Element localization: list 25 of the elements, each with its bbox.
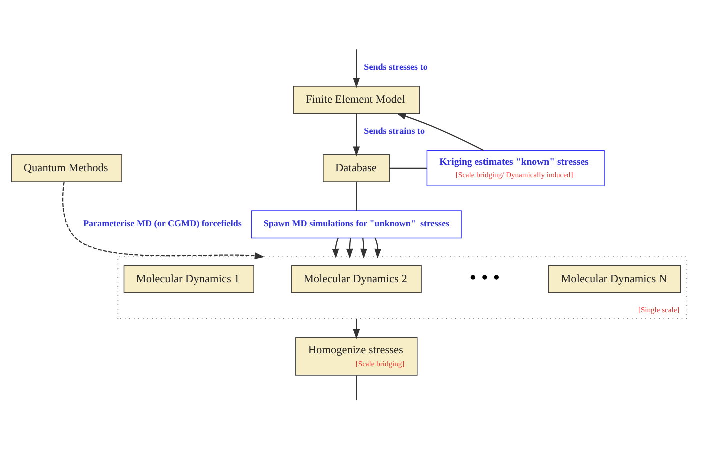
arrow xyxy=(62,182,265,260)
arrow xyxy=(353,50,360,88)
arrow xyxy=(332,238,340,259)
label: • • • xyxy=(470,268,500,290)
arrow xyxy=(353,114,360,157)
node-box: Homogenize stresses [Scale bridging] xyxy=(296,337,418,376)
edge-label: Sends strains to xyxy=(364,126,426,136)
connector xyxy=(356,376,358,400)
edge-label: Sends stresses to xyxy=(364,62,428,72)
node-box: Finite Element Model xyxy=(293,86,420,114)
arrow xyxy=(374,238,382,259)
node-box: Spawn MD simulations for "unknown" stresses xyxy=(251,210,462,239)
edge-label: Parameterise MD (or CGMD) forcefields xyxy=(83,218,242,229)
arrow xyxy=(360,238,368,259)
arrow xyxy=(346,238,354,259)
node-box: Molecular Dynamics N xyxy=(548,265,682,294)
node-box: Kriging estimates "known" stresses [Scale bridging/ Dynamically induced] xyxy=(426,150,605,187)
connector xyxy=(356,182,358,211)
arrow xyxy=(396,113,484,152)
node-box: Molecular Dynamics 2 xyxy=(291,265,422,294)
arrow xyxy=(353,318,360,340)
node-box: Database xyxy=(323,154,390,182)
connector xyxy=(390,168,428,169)
node-box: Molecular Dynamics 1 xyxy=(124,265,254,294)
node-box: Quantum Methods xyxy=(11,154,122,182)
